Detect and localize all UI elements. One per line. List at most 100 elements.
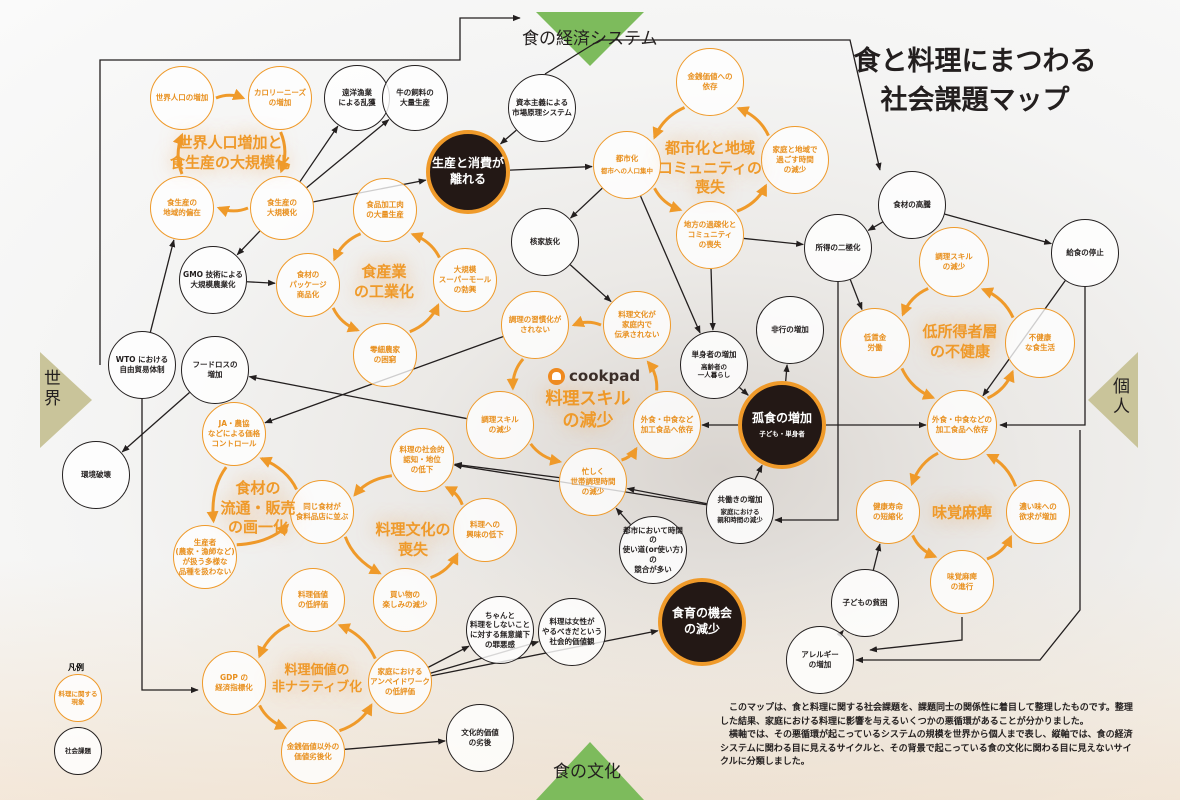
cycle-arrow xyxy=(653,187,683,213)
cycle-title-urban: 都市化と地域 コミュニティの 喪失 xyxy=(657,138,763,196)
node-label: 食品加工肉 の大量生産 xyxy=(366,200,404,219)
cycle-arrow xyxy=(621,446,638,462)
node-env: 環境破壊 xyxy=(62,441,130,509)
page-title: 食と料理にまつわる 社会課題マップ xyxy=(840,42,1110,120)
node-label: 文化的価値 の劣後 xyxy=(461,728,499,747)
node-farmer: 零細農家 の困窮 xyxy=(353,323,417,387)
node-sublabel: 高齢者の 一人暮らし xyxy=(697,362,731,380)
node-poverty: 子どもの貧困 xyxy=(831,569,899,637)
legend-black: 社会課題 xyxy=(54,727,102,775)
connector-solo-to-delinq xyxy=(783,364,790,382)
frame-connector xyxy=(544,39,882,171)
node-label: 不健康 な食生活 xyxy=(1025,333,1055,352)
node-label: 食生産の 地域的偏在 xyxy=(163,198,201,217)
cycle-arrow xyxy=(332,232,362,262)
node-gender: 料理は女性が やるべきだという 社会的価値観 xyxy=(538,598,606,666)
cycle-arrow xyxy=(257,623,291,659)
node-label: 料理は女性が やるべきだという 社会的価値観 xyxy=(542,617,602,646)
cycle-arrow xyxy=(430,552,459,580)
node-label: 料理価値 の低評価 xyxy=(298,590,328,609)
node-money: 金銭価値への 依存 xyxy=(676,48,744,116)
cycle-arrow xyxy=(410,232,441,259)
cycle-arrow xyxy=(279,131,291,174)
node-label: 地方の過疎化と コミュニティ の喪失 xyxy=(683,220,737,249)
node-separation: 生産と消費が 離れる xyxy=(426,130,510,214)
cycle-arrow xyxy=(736,106,770,137)
node-label: GDP の 経済指標化 xyxy=(215,673,253,692)
node-pop: 世界人口の増加 xyxy=(150,66,214,130)
node-label: 濃い味への 欲求が増加 xyxy=(1019,502,1057,521)
node-label: 忙しく 世帯調理時間 の減少 xyxy=(570,467,616,496)
cycle-arrow xyxy=(646,360,659,391)
node-label: GMO 技術による 大規模農業化 xyxy=(183,270,243,289)
node-label: 核家族化 xyxy=(530,237,560,247)
cycle-arrow xyxy=(258,704,288,730)
node-gmo: GMO 技術による 大規模農業化 xyxy=(179,246,247,314)
axis-top-triangle xyxy=(536,12,644,66)
connector-skill-to-foodloss xyxy=(248,374,467,420)
node-delinq: 非行の増加 xyxy=(756,296,824,364)
title-line-2: 社会課題マップ xyxy=(880,85,1070,117)
node-income: 所得の二極化 xyxy=(804,214,872,282)
cycle-arrow xyxy=(529,442,563,466)
node-label: 共働きの増加 xyxy=(717,495,763,505)
cycle-arrow xyxy=(259,456,298,491)
connector-gmo-to-package xyxy=(246,279,276,287)
connector-otherval-to-culturalval xyxy=(344,738,446,750)
node-busy: 忙しく 世帯調理時間 の減少 xyxy=(559,448,627,516)
node-label: 食材の高騰 xyxy=(893,200,931,210)
connector-urban-to-single xyxy=(639,195,701,334)
node-culturalval: 文化的価値 の劣後 xyxy=(446,704,514,772)
node-otherval: 金銭価値以外の 価値劣後化 xyxy=(281,720,345,784)
node-wage: 低賃金 労働 xyxy=(840,308,910,378)
node-label: 調理の習慣化が されない xyxy=(508,315,562,334)
cycle-title-distrib: 食材の 流通・販売 の画一化 xyxy=(220,478,296,536)
axis-left-triangle xyxy=(40,352,92,448)
node-label: ちゃんと 料理をしないこと に対する無意識下 の罪悪感 xyxy=(470,610,530,649)
cycle-arrow xyxy=(571,315,602,327)
node-same: 同じ食材が 食料品店に並ぶ xyxy=(290,480,354,544)
node-label: 健康寿命 の短縮化 xyxy=(873,502,903,521)
node-fishing: 遠洋漁業 による乱獲 xyxy=(324,65,390,131)
cycle-arrow xyxy=(343,536,382,575)
cycle-arrow xyxy=(901,287,929,317)
node-shop: 買い物の 楽しみの減少 xyxy=(373,568,437,632)
cycle-arrow xyxy=(506,357,525,391)
frame-connector xyxy=(774,282,839,524)
node-label: 子どもの貧困 xyxy=(842,598,888,608)
connector-scale-to-feed xyxy=(306,119,390,189)
node-allergy: アレルギー の増加 xyxy=(786,626,854,694)
node-label: 牛の飼料の 大量生産 xyxy=(396,88,434,107)
node-label: 都市において時間の 使い道(or使い方)の 競合が多い xyxy=(622,525,684,574)
node-valuelow: 料理価値 の低評価 xyxy=(281,568,345,632)
node-price: 食材の高騰 xyxy=(878,171,946,239)
node-rural: 地方の過疎化と コミュニティ の喪失 xyxy=(676,201,744,269)
node-single: 単身者の増加高齢者の 一人暮らし xyxy=(680,331,748,399)
cycle-arrow xyxy=(409,303,440,334)
connector-wto-to-local xyxy=(149,239,176,333)
node-label: 所得の二極化 xyxy=(815,243,861,253)
node-label: 金銭価値への 依存 xyxy=(687,72,733,91)
node-eatout: 外食・中食など 加工食品へ依存 xyxy=(633,391,701,459)
node-label: カロリーニーズ の増加 xyxy=(253,88,307,107)
node-label: 低賃金 労働 xyxy=(863,333,887,352)
cycle-title-taste: 味覚麻痺 xyxy=(931,503,993,522)
node-dual: 共働きの増加家庭における 親和時間の減少 xyxy=(706,476,774,544)
node-foodloss: フードロスの 増加 xyxy=(181,336,249,404)
axis-right-triangle xyxy=(1088,352,1138,448)
node-nuclear: 核家族化 xyxy=(511,208,579,276)
cycle-arrow xyxy=(652,106,686,140)
connector-scale-to-fishing xyxy=(299,125,339,182)
cycle-arrow xyxy=(216,205,249,218)
node-feed: 牛の飼料の 大量生産 xyxy=(382,65,448,131)
cycle-title-cultureloss: 料理文化の 喪失 xyxy=(375,520,451,559)
connector-unpaid-to-shame xyxy=(428,645,470,668)
cycle-arrow xyxy=(900,367,936,400)
node-label: 食生産の 大規模化 xyxy=(267,198,297,217)
node-culture: 料理文化が 家庭内で 伝承されない xyxy=(603,291,671,359)
cycle-title-value: 料理価値の 非ナラティブ化 xyxy=(271,663,363,695)
node-label: 資本主義による 市場原理システム xyxy=(512,98,572,117)
node-timeuse: 都市において時間の 使い道(or使い方)の 競合が多い xyxy=(619,516,687,584)
cycle-title-industry: 食産業 の工業化 xyxy=(353,262,415,301)
